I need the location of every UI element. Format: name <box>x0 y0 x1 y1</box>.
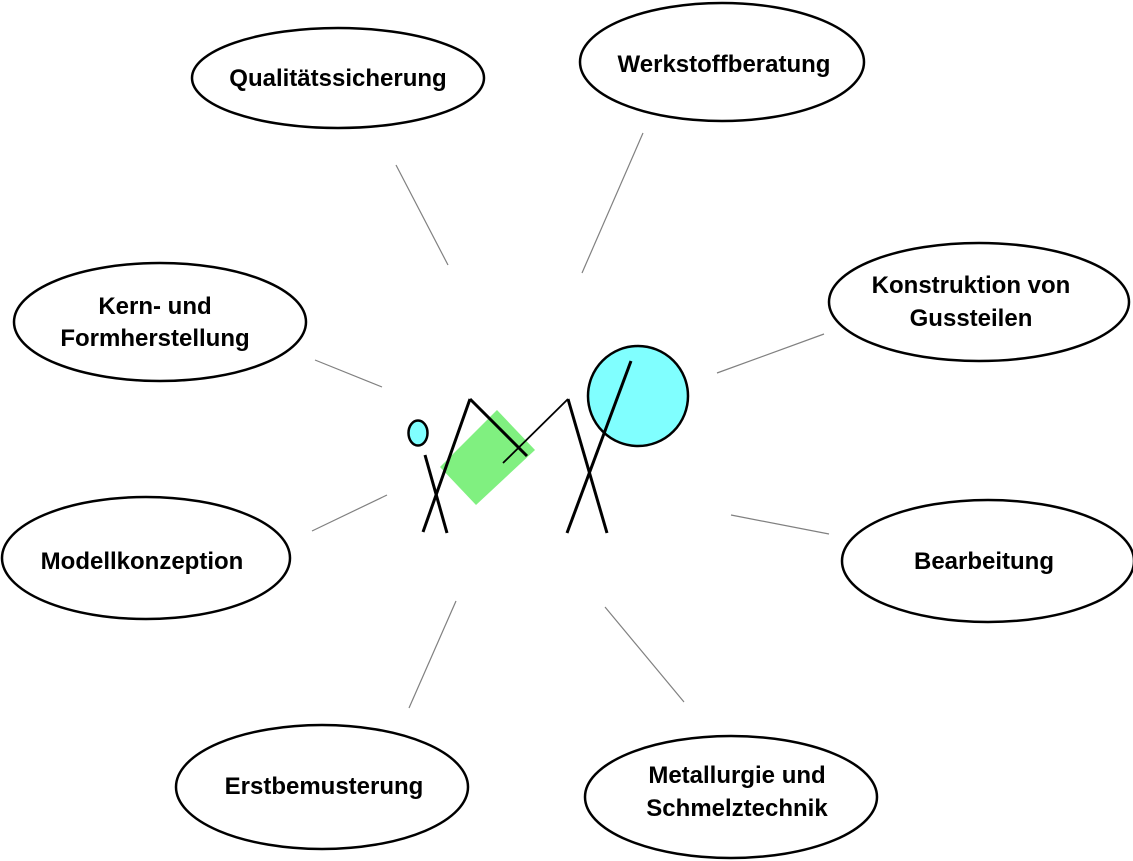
node-ellipse <box>578 1 866 123</box>
workpiece-block <box>440 410 535 505</box>
connector-erstbemusterung <box>408 600 457 709</box>
figure-right-arm <box>502 398 569 464</box>
node-konstruktion: Konstruktion von Gussteilen <box>827 241 1131 363</box>
node-label-line-2: Schmelztechnik <box>646 795 828 822</box>
node-ellipse <box>174 723 470 851</box>
figure-left-body <box>421 398 472 533</box>
node-label-line-1: Kern- und <box>98 293 211 320</box>
node-label-line-1: Konstruktion von <box>872 272 1071 299</box>
node-label: Bearbeitung <box>914 548 1054 575</box>
node-label: Erstbemusterung <box>225 773 424 800</box>
connector-bearbeitung <box>730 514 830 535</box>
connectors <box>311 132 830 709</box>
node-qualitaetssicherung: Qualitätssicherung <box>190 26 486 130</box>
connector-konstruktion <box>716 333 825 374</box>
node-ellipse <box>583 734 879 860</box>
large-figure-head-icon <box>586 344 690 448</box>
node-kern-formherstellung: Kern- und Formherstellung <box>12 261 308 383</box>
connector-qualitaetssicherung <box>395 164 449 266</box>
figure-right-leg <box>566 398 609 534</box>
node-bearbeitung: Bearbeitung <box>840 498 1133 624</box>
node-ellipse <box>12 261 308 383</box>
node-label: Qualitätssicherung <box>229 65 446 92</box>
small-figure-head-icon <box>407 419 429 447</box>
node-modellkonzeption: Modellkonzeption <box>0 495 292 621</box>
node-label-line-2: Formherstellung <box>60 325 249 352</box>
node-ellipse <box>827 241 1131 363</box>
node-label-line-1: Metallurgie und <box>648 762 825 789</box>
connector-kern-formherstellung <box>314 359 383 388</box>
node-ellipse <box>190 26 486 130</box>
node-label: Werkstoffberatung <box>618 51 831 78</box>
figure-right-body <box>565 360 633 534</box>
node-ellipse <box>840 498 1133 624</box>
node-erstbemusterung: Erstbemusterung <box>174 723 470 851</box>
central-illustration <box>407 344 690 534</box>
connector-metallurgie <box>604 606 685 703</box>
connector-werkstoffberatung <box>581 132 644 274</box>
node-werkstoffberatung: Werkstoffberatung <box>578 1 866 123</box>
node-label-line-2: Gussteilen <box>910 305 1033 332</box>
node-ellipse <box>0 495 292 621</box>
node-metallurgie: Metallurgie und Schmelztechnik <box>583 734 879 860</box>
stick-figures <box>421 360 633 534</box>
figure-left-arm <box>468 397 529 458</box>
node-label: Modellkonzeption <box>41 548 244 575</box>
connector-modellkonzeption <box>311 494 388 532</box>
